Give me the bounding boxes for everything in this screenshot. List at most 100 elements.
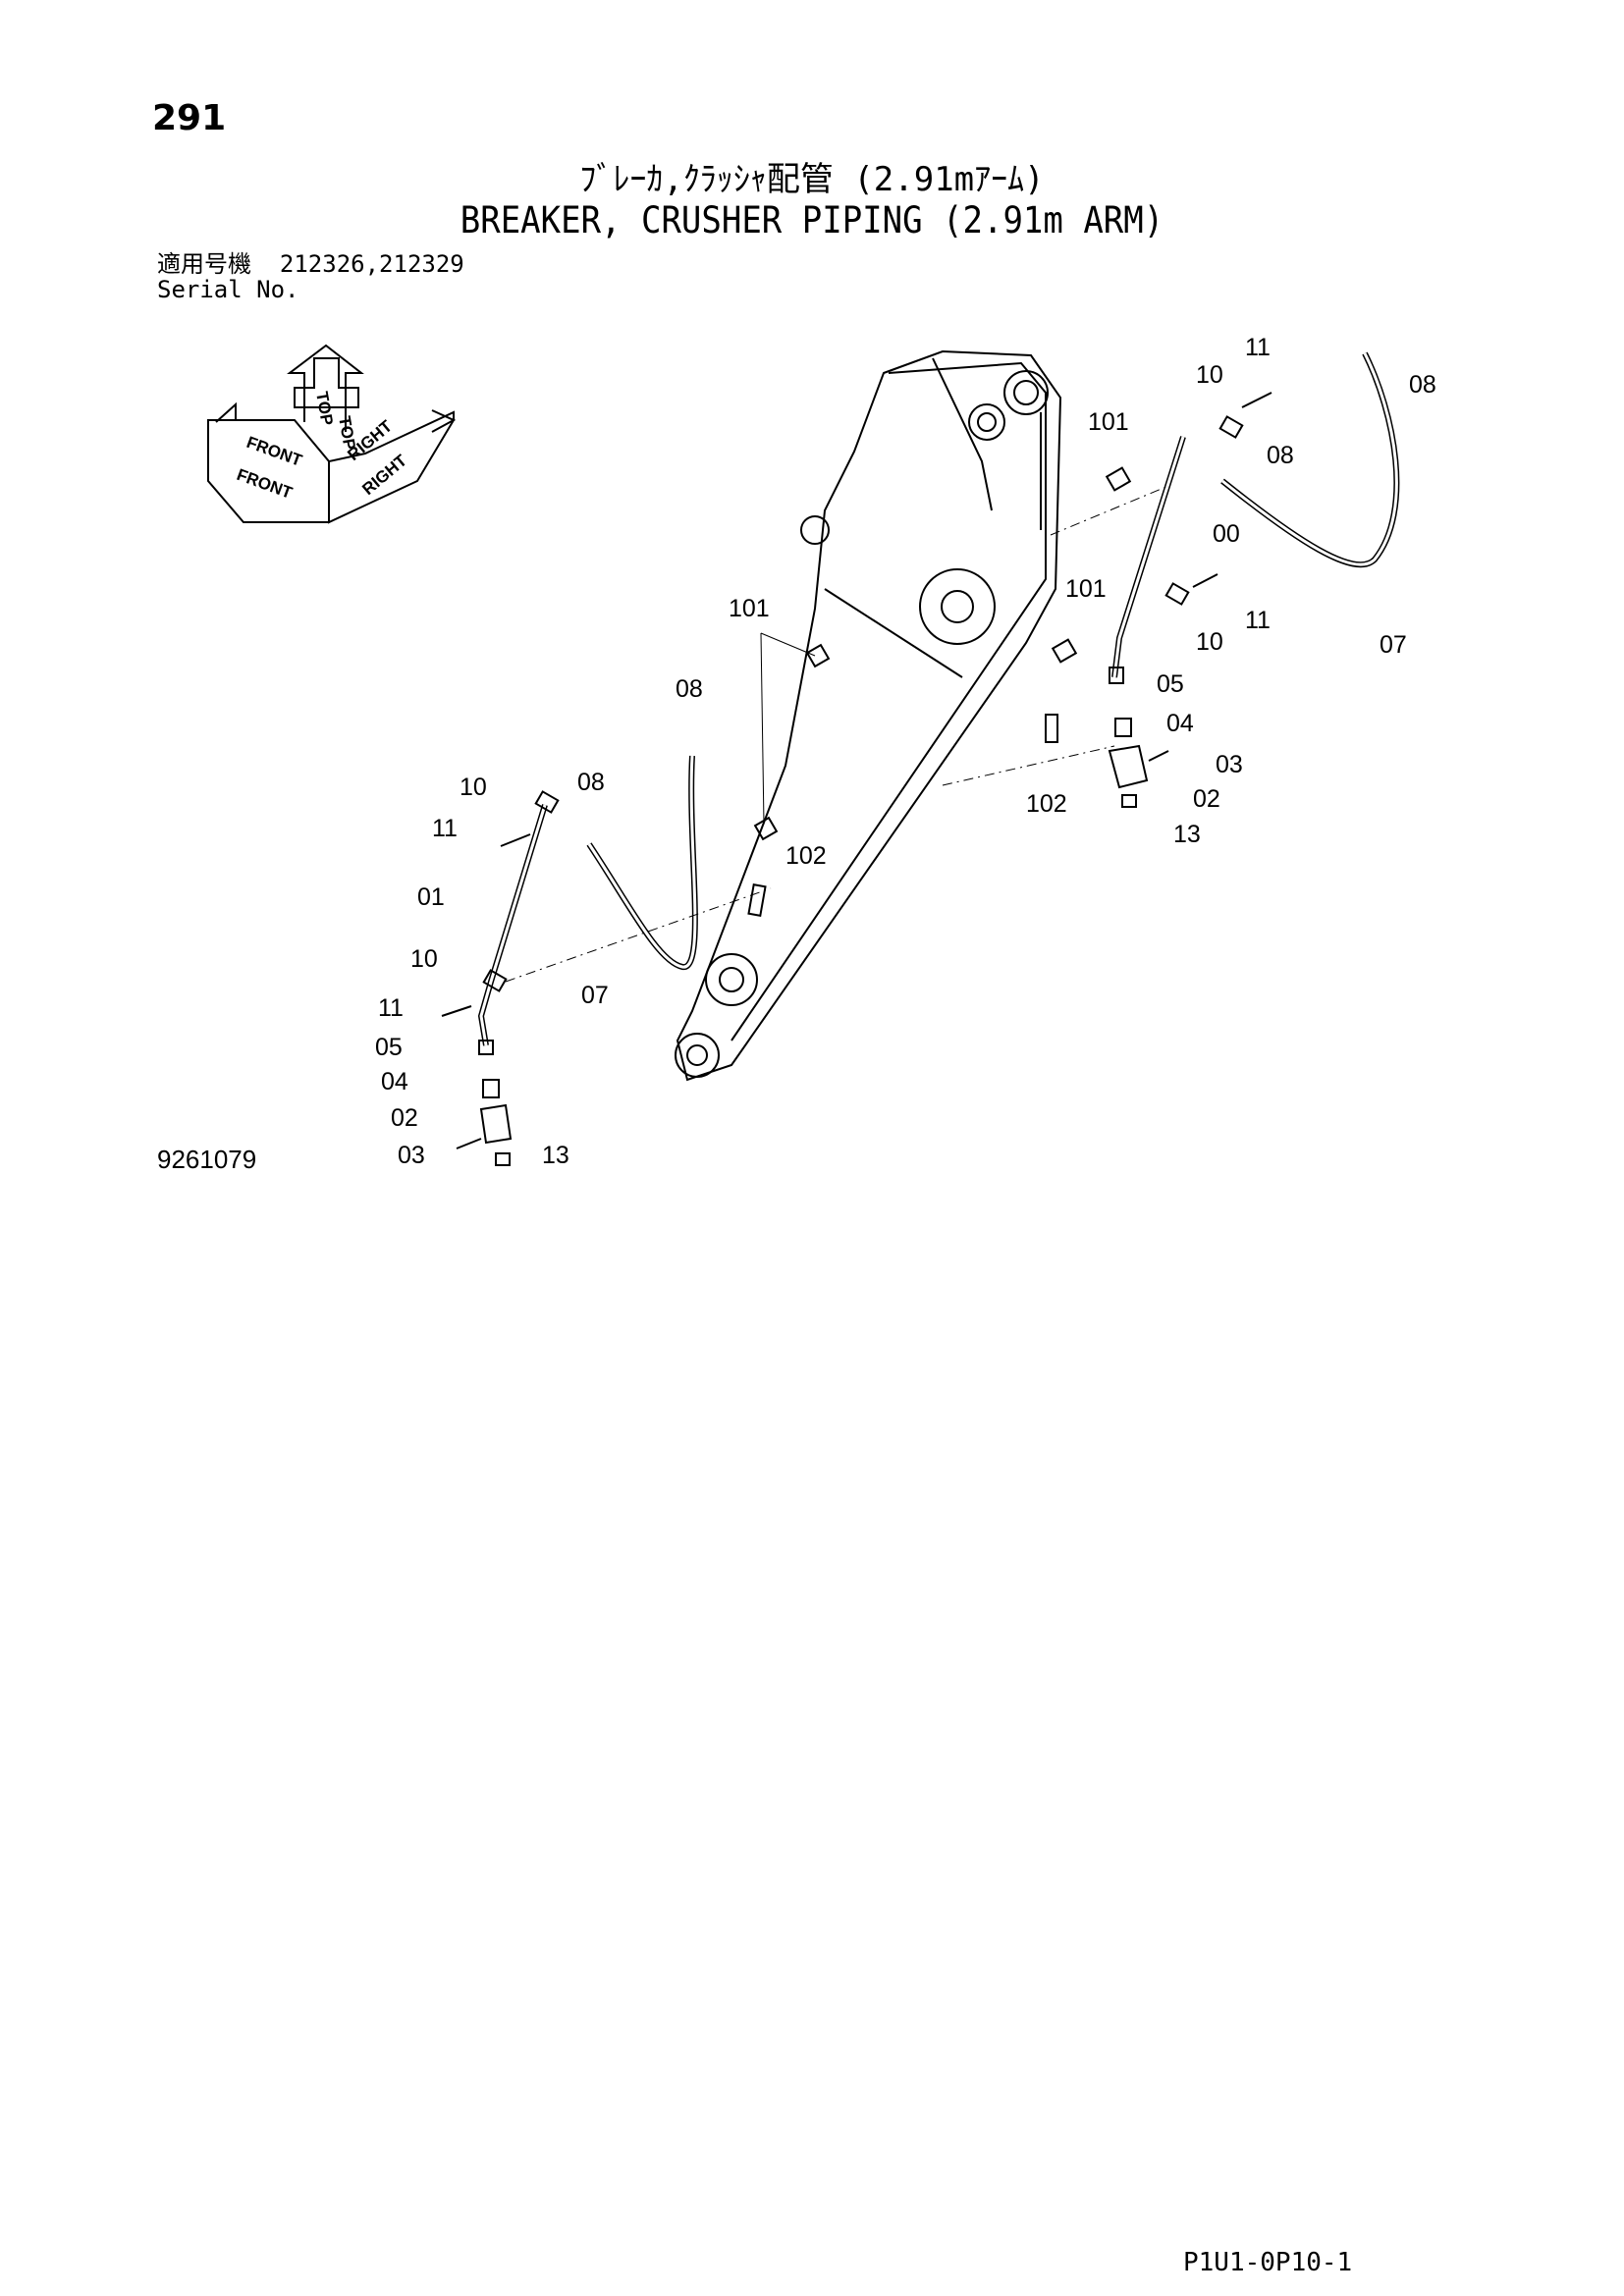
sheet-code: P1U1-0P10-1 xyxy=(1183,2248,1353,2277)
top-arrow-lines xyxy=(287,344,364,432)
callout-10-left-bottom: 10 xyxy=(410,945,438,973)
clamp-101-left-lower xyxy=(753,816,779,841)
clamp-10-right-upper xyxy=(1218,415,1244,439)
plate-102-left xyxy=(747,883,767,917)
bolt-11-right-lower xyxy=(1192,573,1218,588)
arm-outline xyxy=(676,349,1062,1082)
arm-top-bracket xyxy=(932,357,1042,530)
callout-10-left-top: 10 xyxy=(460,774,487,801)
clamp-10-right-lower xyxy=(1164,582,1190,606)
callout-10-mid-right: 10 xyxy=(1196,628,1223,656)
callout-08-left-mid: 08 xyxy=(577,769,605,796)
front-arrow xyxy=(215,401,295,423)
callouts: 11 10 08 101 08 00 101 11 10 07 05 04 03… xyxy=(375,334,1436,1169)
arm-side-pin xyxy=(800,515,830,545)
callout-08-top-right: 08 xyxy=(1409,371,1436,399)
arm-top-pin xyxy=(1013,380,1039,405)
block-02-left xyxy=(479,1103,513,1145)
left-piping xyxy=(441,632,831,1166)
callout-02-left: 02 xyxy=(391,1104,418,1132)
bolt-11-left-lower xyxy=(441,1005,472,1017)
serial-line-jp: 適用号機 212326,212329 xyxy=(157,251,464,277)
hose-07-left-inner xyxy=(587,755,697,969)
callout-11-left-bottom: 11 xyxy=(378,994,404,1022)
page-number: 291 xyxy=(152,98,227,138)
arm-top-pin-boss xyxy=(1003,370,1049,415)
callout-101-top-right: 101 xyxy=(1088,408,1129,436)
callout-07-left: 07 xyxy=(581,982,609,1009)
callout-11-left-top: 11 xyxy=(432,815,458,842)
arm-bucket-pin-boss xyxy=(675,1033,720,1078)
callout-08-mid-right: 08 xyxy=(1267,442,1294,469)
callout-03-right: 03 xyxy=(1216,751,1243,778)
arm-body xyxy=(675,349,1062,1082)
block-02-right xyxy=(1108,744,1149,789)
fitting-05-left xyxy=(478,1040,494,1055)
arm-spine xyxy=(731,361,1047,1041)
orient-label-front-2: FRONT xyxy=(235,465,296,503)
bolt-03-left xyxy=(456,1138,482,1149)
pipe-01-inner xyxy=(479,804,547,1046)
callout-102-right: 102 xyxy=(1026,790,1067,818)
callout-11-mid-right: 11 xyxy=(1245,607,1271,634)
bolt-11-right-upper xyxy=(1241,392,1272,408)
callout-02-right: 02 xyxy=(1193,785,1220,813)
leader-arm-to-02 xyxy=(942,745,1115,786)
callout-00: 00 xyxy=(1213,520,1240,548)
callout-10-top: 10 xyxy=(1196,361,1223,389)
clamp-10-left-lower xyxy=(482,969,508,992)
arm-center-pin-boss xyxy=(919,568,996,645)
serial-label-en: Serial No. xyxy=(157,276,299,303)
leader-101-lower xyxy=(760,632,765,826)
plug-13-right xyxy=(1121,794,1137,808)
callout-05-right: 05 xyxy=(1157,670,1184,698)
callout-03-left: 03 xyxy=(398,1142,425,1169)
leader-101-upper xyxy=(760,632,816,657)
front-face xyxy=(207,419,330,523)
arm-lower-pin xyxy=(719,967,744,992)
bolt-11-left-upper xyxy=(500,833,531,847)
callout-04-left: 04 xyxy=(381,1068,408,1095)
callout-102-left: 102 xyxy=(785,842,827,870)
callout-05-left: 05 xyxy=(375,1034,403,1061)
callout-101-mid-right: 101 xyxy=(1065,575,1107,603)
hose-07-right xyxy=(1220,351,1400,568)
fitting-05-right xyxy=(1109,667,1124,684)
clamp-101-right-lower xyxy=(1051,638,1078,664)
arm-upper-pin xyxy=(977,412,997,432)
adapter-04-left xyxy=(482,1079,500,1098)
arm-center-pin xyxy=(941,590,974,623)
hose-07-left xyxy=(586,755,698,970)
plug-13-left xyxy=(495,1152,511,1166)
callout-01: 01 xyxy=(417,883,445,911)
right-piping xyxy=(942,351,1400,808)
title-japanese: ﾌﾞﾚｰｶ,ｸﾗｯｼｬ配管 (2.91mｱｰﾑ) xyxy=(579,160,1045,199)
arm-face-line xyxy=(824,588,963,678)
orientation-indicator: FRONT FRONT TOP TOP RIGHT RIGHT xyxy=(207,344,457,524)
callout-08-left-top: 08 xyxy=(676,675,703,703)
drawing-code: 9261079 xyxy=(157,1145,257,1174)
plate-102-right xyxy=(1045,714,1058,743)
adapter-04-right xyxy=(1114,718,1132,737)
callout-07-right: 07 xyxy=(1380,631,1407,659)
orient-label-front-1: FRONT xyxy=(244,433,305,470)
clamp-101-right-upper xyxy=(1105,466,1132,492)
arm-lower-pin-boss xyxy=(705,953,758,1006)
orient-label-right-2: RIGHT xyxy=(358,451,410,499)
serial-label-jp: 適用号機 xyxy=(157,250,251,278)
clamp-10-left-upper xyxy=(534,790,560,814)
callout-101-left: 101 xyxy=(729,595,770,622)
title-english: BREAKER, CRUSHER PIPING (2.91m ARM) xyxy=(460,199,1164,242)
arm-bucket-pin xyxy=(686,1044,708,1066)
hose-07-right-inner xyxy=(1221,352,1398,566)
callout-13-right: 13 xyxy=(1173,821,1201,848)
serial-block: 適用号機 212326,212329 Serial No. xyxy=(157,251,464,302)
arm-upper-pin-boss xyxy=(968,403,1005,441)
leader-arm-to-01 xyxy=(505,887,772,983)
clamp-101-left-upper xyxy=(805,643,831,668)
pipe-00-inner xyxy=(1112,436,1185,678)
orient-label-top-1: TOP xyxy=(312,390,337,426)
callout-11-top: 11 xyxy=(1245,334,1271,361)
callout-04-right: 04 xyxy=(1166,710,1194,737)
